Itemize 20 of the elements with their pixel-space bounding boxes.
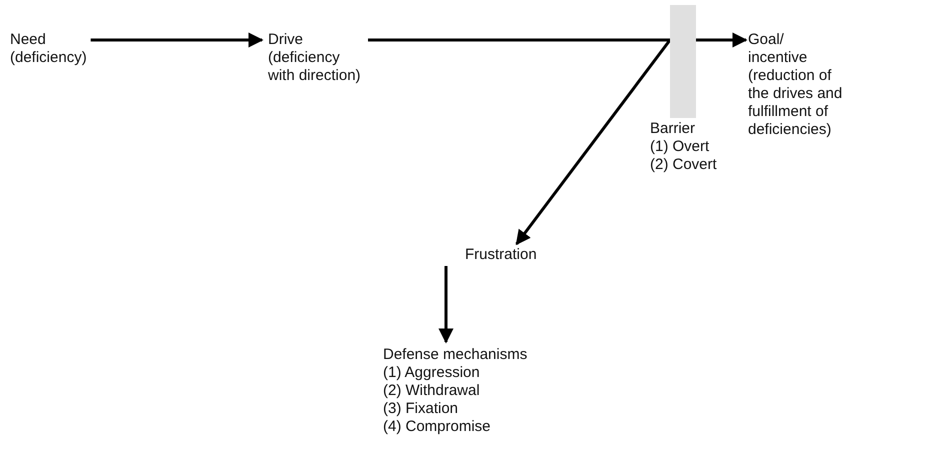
node-label: Goal/ incentive <box>748 31 808 67</box>
node-label: Defense mechanisms <box>383 346 528 364</box>
node-description: (reduction of the drives and fulfillment of deficiencies) <box>748 67 844 139</box>
node-description: (deficiency with direction) <box>268 49 362 85</box>
list-item: (1) Overt <box>650 138 710 156</box>
arrow <box>90 32 264 48</box>
list-item: (2) Withdrawal <box>383 382 481 400</box>
list-item: (1) Aggression <box>383 364 481 382</box>
node-label: Drive <box>268 31 304 49</box>
list-item: (2) Covert <box>650 156 717 174</box>
arrow <box>438 266 454 344</box>
arrow <box>696 32 748 48</box>
barrier-bar <box>670 5 696 118</box>
node-label: Frustration <box>465 246 537 264</box>
node-description: (deficiency) <box>10 49 87 67</box>
list-item: (4) Compromise <box>383 418 492 436</box>
arrow <box>515 39 672 246</box>
node-label: Need <box>10 31 47 49</box>
list-item: (3) Fixation <box>383 400 460 418</box>
barrier-label: Barrier <box>650 120 696 138</box>
